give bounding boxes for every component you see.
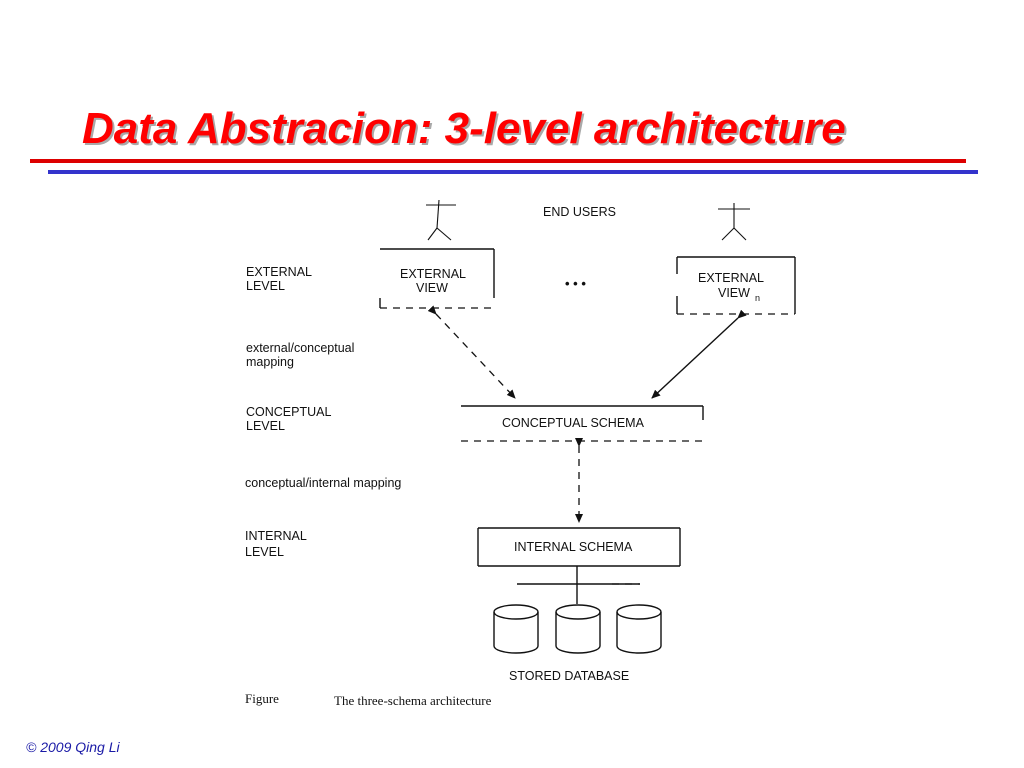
slide-title: Data Abstracion: 3-level architecture (82, 104, 846, 153)
svg-text:CONCEPTUAL SCHEMA: CONCEPTUAL SCHEMA (502, 416, 645, 430)
svg-text:LEVEL: LEVEL (246, 279, 285, 293)
internal-level-label: INTERNAL LEVEL (245, 529, 307, 559)
database-cylinder-1 (493, 604, 539, 654)
end-user-icon-right (718, 203, 750, 241)
conceptual-level-label: CONCEPTUAL LEVEL (246, 405, 331, 433)
database-cylinder-3 (616, 604, 662, 654)
external-view-n-box: EXTERNAL VIEW n (676, 256, 796, 315)
storage-connectors (517, 566, 640, 604)
external-level-label: EXTERNAL LEVEL (246, 265, 312, 293)
svg-text:VIEW: VIEW (416, 281, 448, 295)
external-conceptual-mapping-label: external/conceptual mapping (246, 341, 354, 369)
title-underline-blue (48, 170, 978, 174)
svg-text:CONCEPTUAL: CONCEPTUAL (246, 405, 331, 419)
figure-caption-label: Figure (245, 691, 279, 706)
svg-text:EXTERNAL: EXTERNAL (246, 265, 312, 279)
svg-text:INTERNAL: INTERNAL (245, 529, 307, 543)
stored-database-label: STORED DATABASE (509, 669, 629, 683)
ellipsis: • • • (565, 276, 586, 291)
svg-text:mapping: mapping (246, 355, 294, 369)
svg-text:EXTERNAL: EXTERNAL (698, 271, 764, 285)
arrow-externaln-conceptual (651, 309, 747, 399)
external-view-1-box: EXTERNAL VIEW (379, 248, 495, 309)
svg-text:VIEW: VIEW (718, 286, 750, 300)
arrow-external1-conceptual (427, 305, 516, 399)
conceptual-schema-box: CONCEPTUAL SCHEMA (461, 405, 704, 442)
database-cylinder-2 (555, 604, 601, 654)
end-user-icon-left (426, 199, 456, 241)
svg-text:LEVEL: LEVEL (246, 419, 285, 433)
end-users-label: END USERS (543, 205, 616, 219)
title-underline-red (30, 159, 966, 163)
svg-text:INTERNAL SCHEMA: INTERNAL SCHEMA (514, 540, 633, 554)
svg-text:n: n (755, 293, 760, 303)
internal-schema-box: INTERNAL SCHEMA (477, 527, 681, 567)
svg-text:LEVEL: LEVEL (245, 545, 284, 559)
svg-text:EXTERNAL: EXTERNAL (400, 267, 466, 281)
footer-copyright: © 2009 Qing Li (26, 739, 120, 755)
figure-caption-text: The three-schema architecture (334, 693, 492, 708)
svg-text:external/conceptual: external/conceptual (246, 341, 354, 355)
conceptual-internal-mapping-label: conceptual/internal mapping (245, 476, 401, 490)
